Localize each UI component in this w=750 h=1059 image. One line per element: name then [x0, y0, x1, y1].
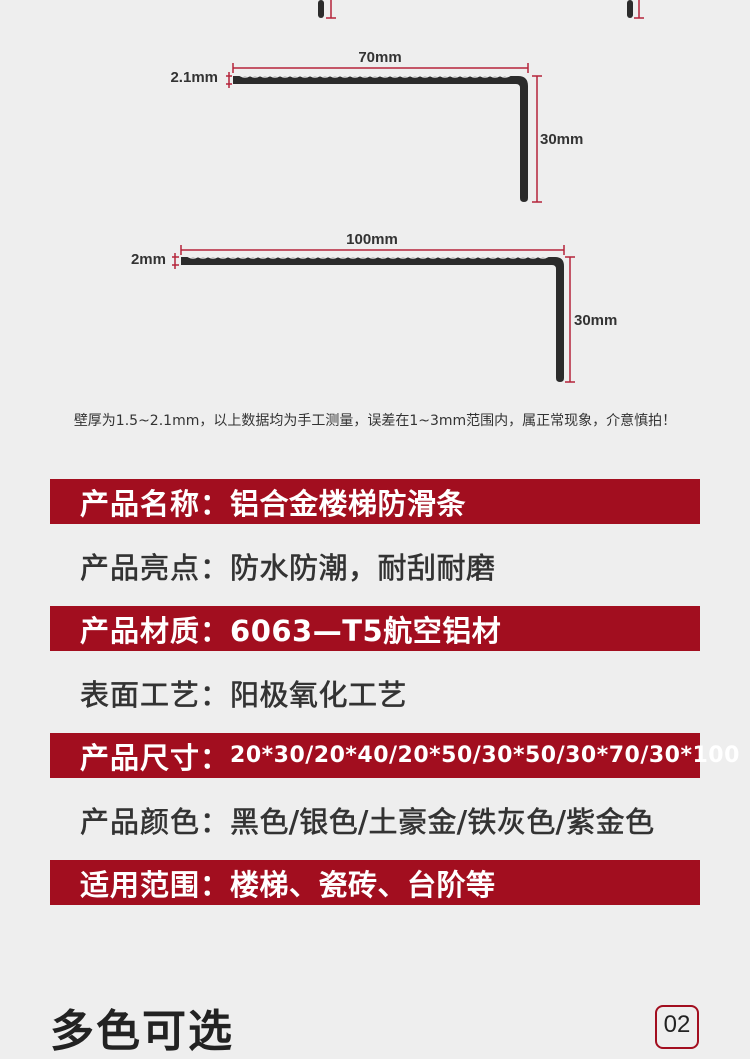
spec-row-product-name: 产品名称： 铝合金楼梯防滑条 — [50, 479, 700, 524]
profile-70x30-shape — [233, 76, 528, 202]
spec-label: 产品材质： — [80, 613, 231, 648]
profile-diagrams: 70mm 30mm 2.1mm 100mm 30mm 2mm — [131, 0, 644, 383]
spec-label: 产品尺寸： — [80, 740, 231, 775]
profile-70x30-thickness-label: 2.1mm — [170, 69, 218, 86]
spec-value: 防水防潮，耐刮耐磨 — [230, 550, 496, 585]
profile-70x30-height-label: 30mm — [540, 131, 583, 148]
profile-100x30-width-label: 100mm — [346, 231, 398, 248]
profile-70x30: 70mm 30mm 2.1mm — [170, 49, 583, 203]
spec-value: 6063—T5航空铝材 — [230, 613, 502, 648]
profile-100x30-thickness-label: 2mm — [131, 251, 166, 268]
profile-70x30-width-label: 70mm — [358, 49, 401, 66]
spec-value: 20*30/20*40/20*50/30*50/30*70/30*100 — [230, 743, 740, 768]
measurement-note: 壁厚为1.5~2.1mm，以上数据均为手工测量，误差在1~3mm范围内，属正常现… — [73, 413, 677, 429]
profile-100x30-shape — [181, 257, 564, 382]
spec-label: 产品颜色： — [80, 804, 231, 839]
spec-value: 铝合金楼梯防滑条 — [230, 486, 467, 521]
section-title: 多色可选 — [50, 1006, 234, 1057]
spec-row-applications: 适用范围： 楼梯、瓷砖、台阶等 — [50, 860, 700, 905]
spec-label: 适用范围： — [80, 867, 231, 902]
profile-100x30: 100mm 30mm 2mm — [131, 231, 617, 383]
spec-label: 产品亮点： — [80, 550, 231, 585]
profile-100x30-teeth — [187, 255, 549, 259]
spec-label: 表面工艺： — [80, 677, 231, 712]
spec-value: 阳极氧化工艺 — [230, 677, 408, 712]
section-number-badge: 02 — [655, 1005, 699, 1049]
spec-row-size: 产品尺寸： 20*30/20*40/20*50/30*50/30*70/30*1… — [50, 733, 739, 778]
spec-row-colors: 产品颜色： 黑色/银色/土豪金/铁灰色/紫金色 — [50, 797, 700, 842]
spec-value: 黑色/银色/土豪金/铁灰色/紫金色 — [230, 804, 655, 839]
spec-label: 产品名称： — [80, 486, 231, 521]
previous-profile-remnant — [318, 0, 644, 19]
profile-70x30-teeth — [239, 74, 511, 78]
profile-100x30-height-label: 30mm — [574, 312, 617, 329]
spec-row-highlights: 产品亮点： 防水防潮，耐刮耐磨 — [50, 543, 700, 588]
spec-value: 楼梯、瓷砖、台阶等 — [230, 867, 496, 902]
spec-row-material: 产品材质： 6063—T5航空铝材 — [50, 606, 700, 651]
spec-row-surface-process: 表面工艺： 阳极氧化工艺 — [50, 670, 700, 715]
